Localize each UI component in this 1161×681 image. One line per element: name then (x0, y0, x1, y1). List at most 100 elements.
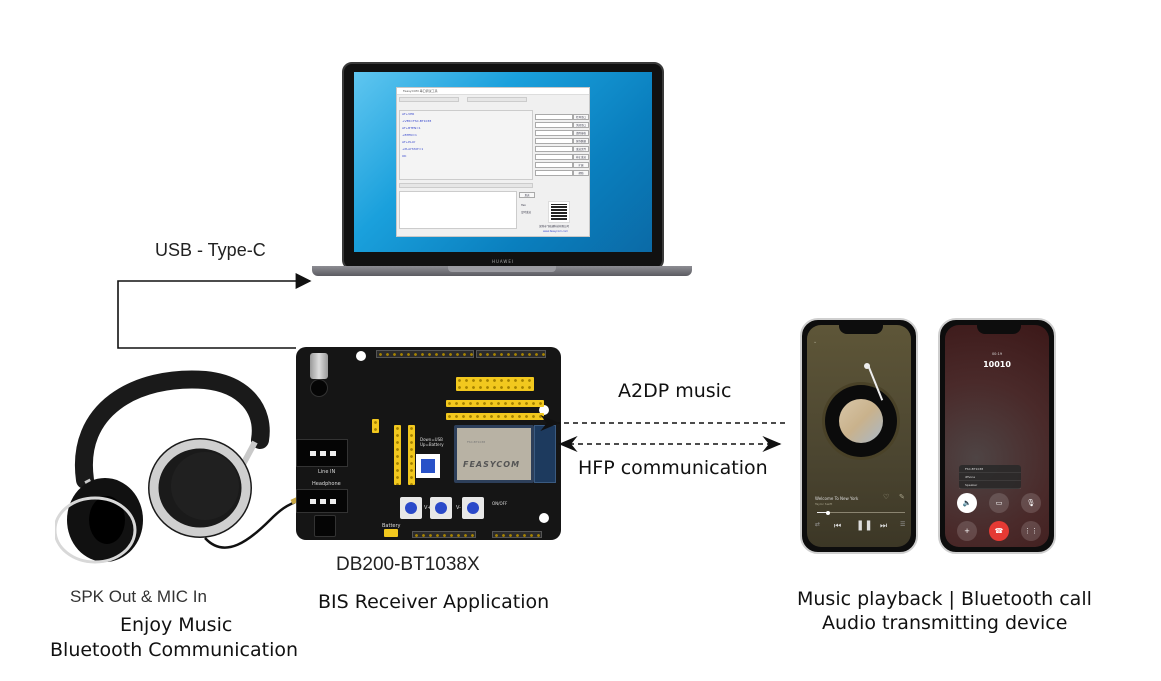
previous-icon[interactable]: ⏮ (834, 521, 842, 530)
side-button[interactable]: 打开串口 (573, 114, 589, 120)
hfp-label: HFP communication (578, 457, 768, 479)
cmd-field[interactable] (535, 114, 573, 120)
playlist-icon[interactable]: ☰ (900, 521, 906, 528)
headphone-label: Headphone (312, 481, 341, 487)
port-field[interactable] (399, 97, 459, 102)
speaker-button[interactable]: 🔈 (957, 493, 977, 513)
side-button[interactable]: 清除接收 (573, 130, 589, 136)
progress-fill (817, 512, 829, 513)
next-icon[interactable]: ⏭ (880, 521, 888, 530)
left-ear-ring (55, 496, 137, 564)
baud-field[interactable] (467, 97, 527, 102)
send-textarea[interactable] (399, 191, 517, 229)
collapse-icon[interactable]: ⌄ (813, 339, 818, 345)
add-call-button[interactable]: + (957, 521, 977, 541)
audio-cable (204, 500, 296, 549)
repeat-icon[interactable]: ⇄ (815, 521, 821, 528)
comment-icon[interactable]: ✎ (899, 493, 905, 501)
headphones-io-label: SPK Out & MIC In (70, 587, 207, 606)
usb-c-port[interactable] (310, 353, 328, 379)
website-link[interactable]: www.feasycom.com (543, 230, 568, 233)
call-timer: 00:19 (991, 352, 1003, 356)
phones-caption-line2: Audio transmitting device (822, 612, 1068, 634)
cmd-field[interactable] (535, 146, 573, 152)
phones-caption-line1: Music playback | Bluetooth call (797, 588, 1092, 610)
yellow-header-lower (446, 413, 544, 420)
vol-up-label: V+ (424, 505, 432, 511)
send-button[interactable]: 发送 (519, 192, 535, 198)
app-title-bar: FeasyCOM 串口调试工具 (397, 88, 589, 95)
log-line: +BTEN=1 (402, 133, 417, 137)
side-button[interactable]: 停止发送 (573, 154, 589, 160)
qr-caption: 深圳市飞易通科技有限公司 (539, 225, 570, 228)
artist-name[interactable]: Taylor Swift (815, 502, 833, 506)
log-line: +VER=FSC-BT1038 (402, 119, 432, 123)
progress-knob[interactable] (826, 510, 831, 515)
headband (74, 370, 270, 489)
cmd-field[interactable] (535, 130, 573, 136)
pcb-antenna (534, 425, 556, 483)
board-application-label: BIS Receiver Application (318, 591, 550, 613)
audio-route-option[interactable]: FSC-BT1038 (959, 465, 1021, 473)
volume-down-button[interactable] (462, 497, 484, 519)
side-button[interactable]: 保存数据 (573, 138, 589, 144)
playback-progress[interactable] (817, 510, 905, 515)
usb-cable-path (117, 273, 312, 349)
vinyl-record (825, 385, 897, 457)
on-off-label: ON/OFF (492, 501, 508, 506)
top-header-right (476, 350, 546, 358)
cmd-field[interactable] (535, 138, 573, 144)
keypad-button[interactable]: ⋮⋮ (1021, 521, 1041, 541)
cmd-field[interactable] (535, 170, 573, 176)
log-line: +PLAYSTAT=1 (402, 147, 424, 151)
end-call-button[interactable]: ☎ (989, 521, 1009, 541)
audio-route-option[interactable]: iPhone (959, 473, 1021, 481)
line-in-jack[interactable] (296, 439, 348, 467)
yellow-header-vertical-2 (408, 425, 415, 485)
board-model-label: DB200-BT1038X (336, 554, 480, 575)
auto-send-option[interactable]: 定时发送 (521, 211, 532, 214)
headphones-use-line2: Bluetooth Communication (50, 639, 299, 661)
pause-icon[interactable]: ❚❚ (856, 520, 873, 531)
top-header-left (376, 350, 474, 358)
cmd-field[interactable] (535, 122, 573, 128)
audio-route-option[interactable]: Speaker (959, 481, 1021, 489)
settings-row[interactable] (399, 183, 533, 188)
module-model: FSC-BT1038 (467, 440, 486, 444)
db200-board: Line IN Headphone Battery Down=USB Up=Ba… (296, 347, 561, 540)
video-button[interactable]: ▭ (989, 493, 1009, 513)
side-button[interactable]: 关闭串口 (573, 122, 589, 128)
bottom-header-right (492, 531, 542, 538)
usb-label: USB - Type-C (155, 240, 266, 260)
mount-hole (539, 513, 549, 523)
receive-log[interactable]: AT+VER +VER=FSC-BT1038 AT+BTEN=1 +BTEN=1… (399, 110, 533, 180)
mic-socket (314, 515, 336, 537)
battery-connector (384, 529, 398, 537)
hex-option[interactable]: Hex (521, 204, 526, 207)
music-phone: ⌄ Welcome To New York Taylor Swift ♡ ✎ ⇄… (800, 318, 918, 554)
laptop-notch (448, 266, 556, 272)
mount-hole (539, 405, 549, 415)
laptop-brand: HUAWEI (491, 259, 515, 264)
cmd-field[interactable] (535, 154, 573, 160)
call-number: 10010 (983, 360, 1011, 369)
button-1[interactable] (400, 497, 422, 519)
power-switch[interactable] (416, 454, 440, 478)
qr-code (548, 201, 570, 223)
album-art (839, 399, 883, 443)
audio-route-menu: FSC-BT1038 iPhone Speaker (959, 465, 1021, 489)
serial-tool-window: FeasyCOM 串口调试工具 AT+VER +VER=FSC-BT1038 A… (396, 87, 590, 237)
cmd-field[interactable] (535, 162, 573, 168)
battery-label: Battery (382, 523, 401, 529)
mute-button[interactable]: 🎙 (1021, 493, 1041, 513)
module-brand: FEASYCOM (463, 460, 521, 469)
side-button[interactable]: 扩展 (573, 162, 589, 168)
side-button[interactable]: 发送文件 (573, 146, 589, 152)
log-line: OK (402, 154, 407, 158)
a2dp-label: A2DP music (618, 380, 732, 402)
like-icon[interactable]: ♡ (883, 493, 890, 501)
yellow-header-vertical-1 (394, 425, 401, 485)
bottom-header-left (412, 531, 476, 538)
side-button[interactable]: 帮助 (573, 170, 589, 176)
volume-up-button[interactable] (430, 497, 452, 519)
